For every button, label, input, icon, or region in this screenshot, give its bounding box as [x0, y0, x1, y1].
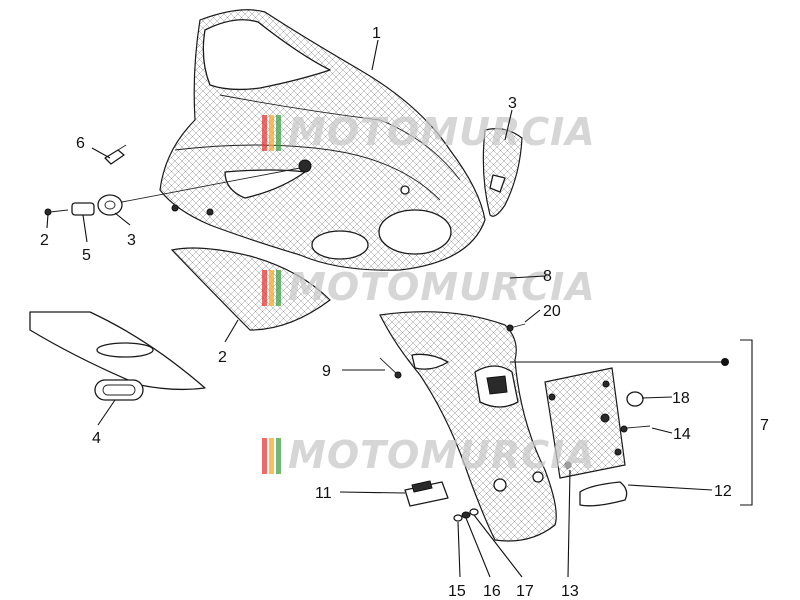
watermark-text: MOTOMURCIA — [288, 265, 596, 309]
callout-6: 6 — [76, 135, 85, 152]
callout-5: 5 — [82, 247, 91, 264]
callout-20: 20 — [543, 303, 561, 320]
watermark-logo: MOTOMURCIA — [262, 110, 596, 154]
bolt-part-20 — [506, 323, 526, 332]
callout-14: 14 — [673, 426, 691, 443]
plate-bracket-part — [544, 367, 626, 479]
mount-grommet — [298, 159, 312, 173]
turn-signal-lens — [311, 230, 369, 260]
watermark-stripe — [269, 438, 274, 474]
callout-13: 13 — [561, 583, 579, 600]
watermark-text: MOTOMURCIA — [288, 433, 596, 477]
callout-3-panel: 3 — [508, 95, 517, 112]
headlight-lens — [378, 209, 452, 255]
rear-mudguard-part — [379, 311, 557, 542]
reflector-part — [94, 379, 144, 401]
plate-light-part — [579, 481, 628, 507]
bolt-part — [379, 357, 402, 379]
front-shield-part — [159, 9, 486, 271]
callout-7: 7 — [760, 417, 769, 434]
watermark-logo: MOTOMURCIA — [262, 265, 596, 309]
callout-9: 9 — [322, 363, 331, 380]
callout-8: 8 — [543, 268, 552, 285]
watermark-stripe — [276, 270, 281, 306]
leader-lines — [46, 39, 753, 578]
callout-12: 12 — [714, 483, 732, 500]
callout-2-screw: 2 — [40, 232, 49, 249]
callout-16: 16 — [483, 583, 501, 600]
plate-screw-part — [620, 425, 651, 433]
side-panel-part — [482, 128, 523, 217]
callout-1: 1 — [372, 25, 381, 42]
license-light-part — [404, 480, 449, 507]
watermark-stripe — [262, 438, 267, 474]
callout-11: 11 — [315, 485, 332, 502]
watermark-text: MOTOMURCIA — [288, 110, 596, 154]
watermark-stripe — [262, 270, 267, 306]
callout-4: 4 — [92, 430, 101, 447]
callout-labels: 1 2 2 3 3 4 5 6 7 8 9 11 12 13 14 15 16 … — [40, 25, 769, 600]
rubber-plug-part — [626, 391, 644, 407]
callout-2-trim: 2 — [218, 349, 227, 366]
watermark-logo: MOTOMURCIA — [262, 433, 596, 477]
rubber-bush-part — [97, 194, 123, 216]
callout-17: 17 — [516, 583, 534, 600]
watermark-stripe — [269, 115, 274, 151]
watermark-stripe — [276, 438, 281, 474]
callout-18: 18 — [672, 390, 690, 407]
watermark: MOTOMURCIA MOTOMURCIA MOTOMURCIA — [262, 110, 596, 477]
lower-trim-part — [170, 247, 331, 331]
callout-3-bush: 3 — [127, 232, 136, 249]
callout-15: 15 — [448, 583, 466, 600]
assembly-line — [121, 167, 301, 203]
bulb-part — [104, 144, 127, 165]
watermark-stripe — [276, 115, 281, 151]
watermark-stripe — [269, 270, 274, 306]
spacer-part — [71, 202, 95, 216]
license-plate-holder-part — [29, 311, 206, 391]
watermark-stripe — [262, 115, 267, 151]
